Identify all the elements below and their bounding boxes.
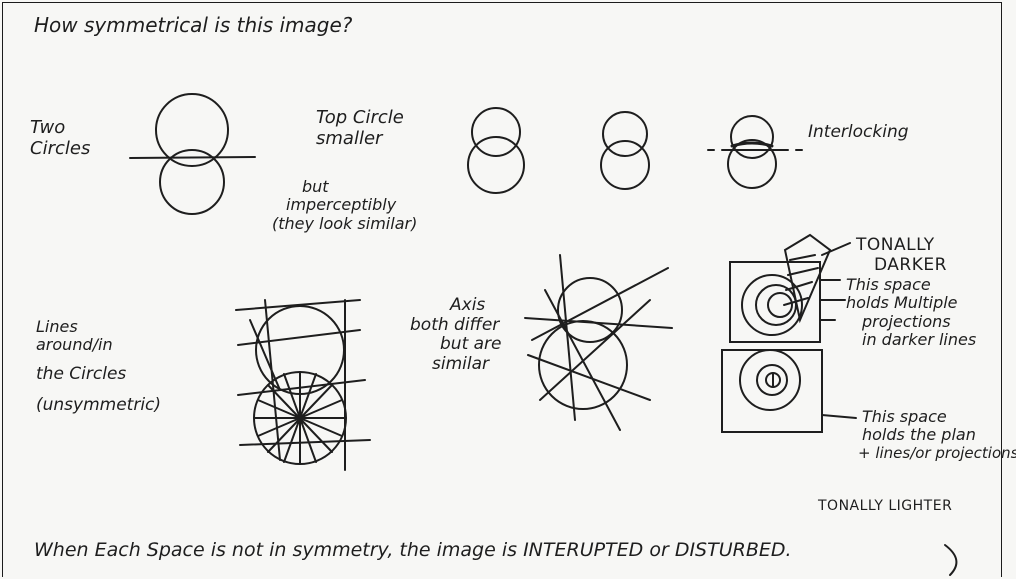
axis-drawing (525, 255, 672, 430)
label-multiple-projections: This space holds Multiple projections in… (846, 276, 976, 350)
lines-circles-drawing (236, 300, 370, 470)
interlocking-circles-drawing (708, 116, 802, 188)
top-circle-smaller-drawing (468, 108, 524, 193)
label-tonally-darker: TONALLY DARKER (856, 236, 947, 275)
label-plan: This space holds the plan + lines/or pro… (858, 408, 1016, 462)
label-tonally-lighter: TONALLY LIGHTER (818, 498, 952, 514)
label-imperceptibly: but imperceptibly (they look similar) (272, 178, 417, 233)
label-axis: Axis both differ but are similar (410, 296, 502, 374)
page-title: How symmetrical is this image? (34, 14, 352, 37)
closing-bracket (945, 545, 956, 575)
equal-circles-drawing (601, 112, 649, 189)
label-two-circles: Two Circles (30, 118, 90, 159)
darker-pointer-line (822, 243, 850, 255)
label-lines: Lines around/in the Circles (unsymmetric… (36, 318, 161, 416)
label-interlocking: Interlocking (808, 123, 909, 143)
conclusion-text: When Each Space is not in symmetry, the … (34, 540, 792, 562)
label-top-circle: Top Circle smaller (316, 108, 404, 149)
two-circles-drawing (130, 94, 255, 214)
projection-boxes-drawing (722, 235, 856, 432)
